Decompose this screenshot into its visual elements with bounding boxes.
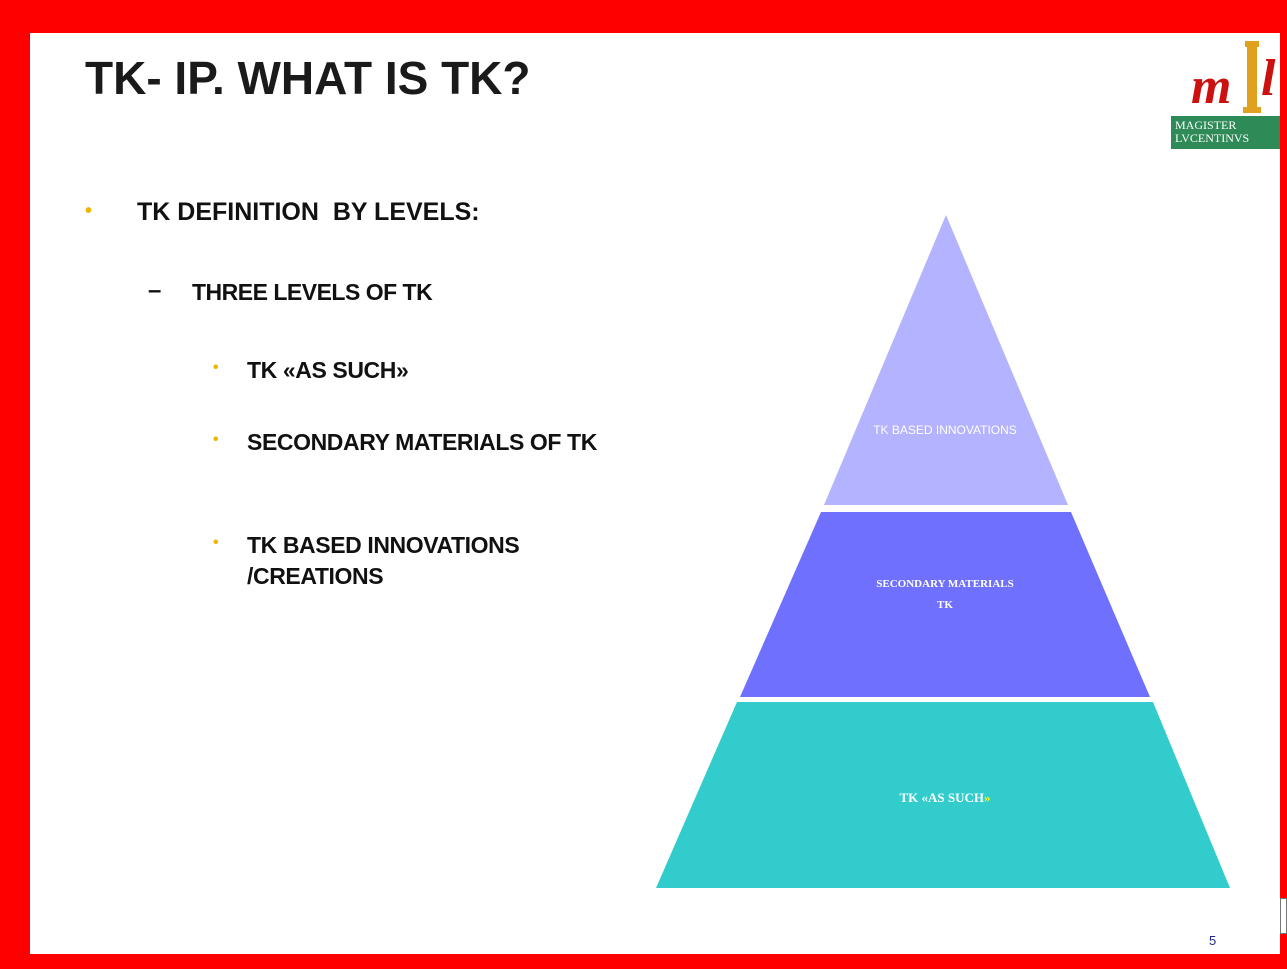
- logo-caption: MAGISTER LVCENTINVS: [1171, 116, 1280, 149]
- level1-heading: TK DEFINITION BY LEVELS:: [137, 198, 480, 226]
- pyramid-top-level: [824, 215, 1068, 505]
- logo-m-letter: m: [1191, 58, 1231, 115]
- level3-item-innovations: TK BASED INNOVATIONS /CREATIONS: [247, 532, 520, 589]
- level3-item-secondary: SECONDARY MATERIALS OF TK: [247, 429, 597, 455]
- magister-lucentinus-logo: m l: [1167, 33, 1280, 153]
- pyramid-bottom-label-text: TK «AS SUCH: [899, 790, 984, 805]
- pyramid-bottom-label: TK «AS SUCH»: [899, 790, 990, 805]
- bullet-icon: •: [213, 431, 219, 448]
- pyramid-bottom-label-quote: »: [984, 790, 991, 805]
- bullet-icon: •: [85, 200, 93, 222]
- bullet-icon: •: [213, 534, 219, 551]
- edge-fragment: [1280, 898, 1287, 934]
- tk-levels-pyramid: TK BASED INNOVATIONS SECONDARY MATERIALS…: [656, 215, 1230, 888]
- pyramid-middle-level: [740, 512, 1150, 697]
- level3-item-as-such: TK «AS SUCH»: [247, 357, 409, 383]
- pyramid-middle-label-line2: TK: [937, 599, 953, 611]
- logo-caption-line1: MAGISTER: [1175, 118, 1237, 132]
- pyramid-middle-label-line1: SECONDARY MATERIALS: [876, 578, 1013, 590]
- dash-icon: –: [148, 277, 162, 304]
- pyramid-top-label: TK BASED INNOVATIONS: [873, 423, 1017, 437]
- level2-heading: THREE LEVELS OF TK: [192, 279, 433, 305]
- pyramid-bottom-level: [656, 702, 1230, 888]
- bullet-icon: •: [213, 359, 219, 376]
- logo-caption-line2: LVCENTINVS: [1175, 131, 1250, 145]
- slide-title: TK- IP. WHAT IS TK?: [85, 52, 531, 104]
- logo-l-letter: l: [1261, 50, 1276, 107]
- page-number: 5: [1209, 933, 1217, 948]
- slide: TK- IP. WHAT IS TK? m l MAGISTER LVCENTI…: [30, 33, 1280, 954]
